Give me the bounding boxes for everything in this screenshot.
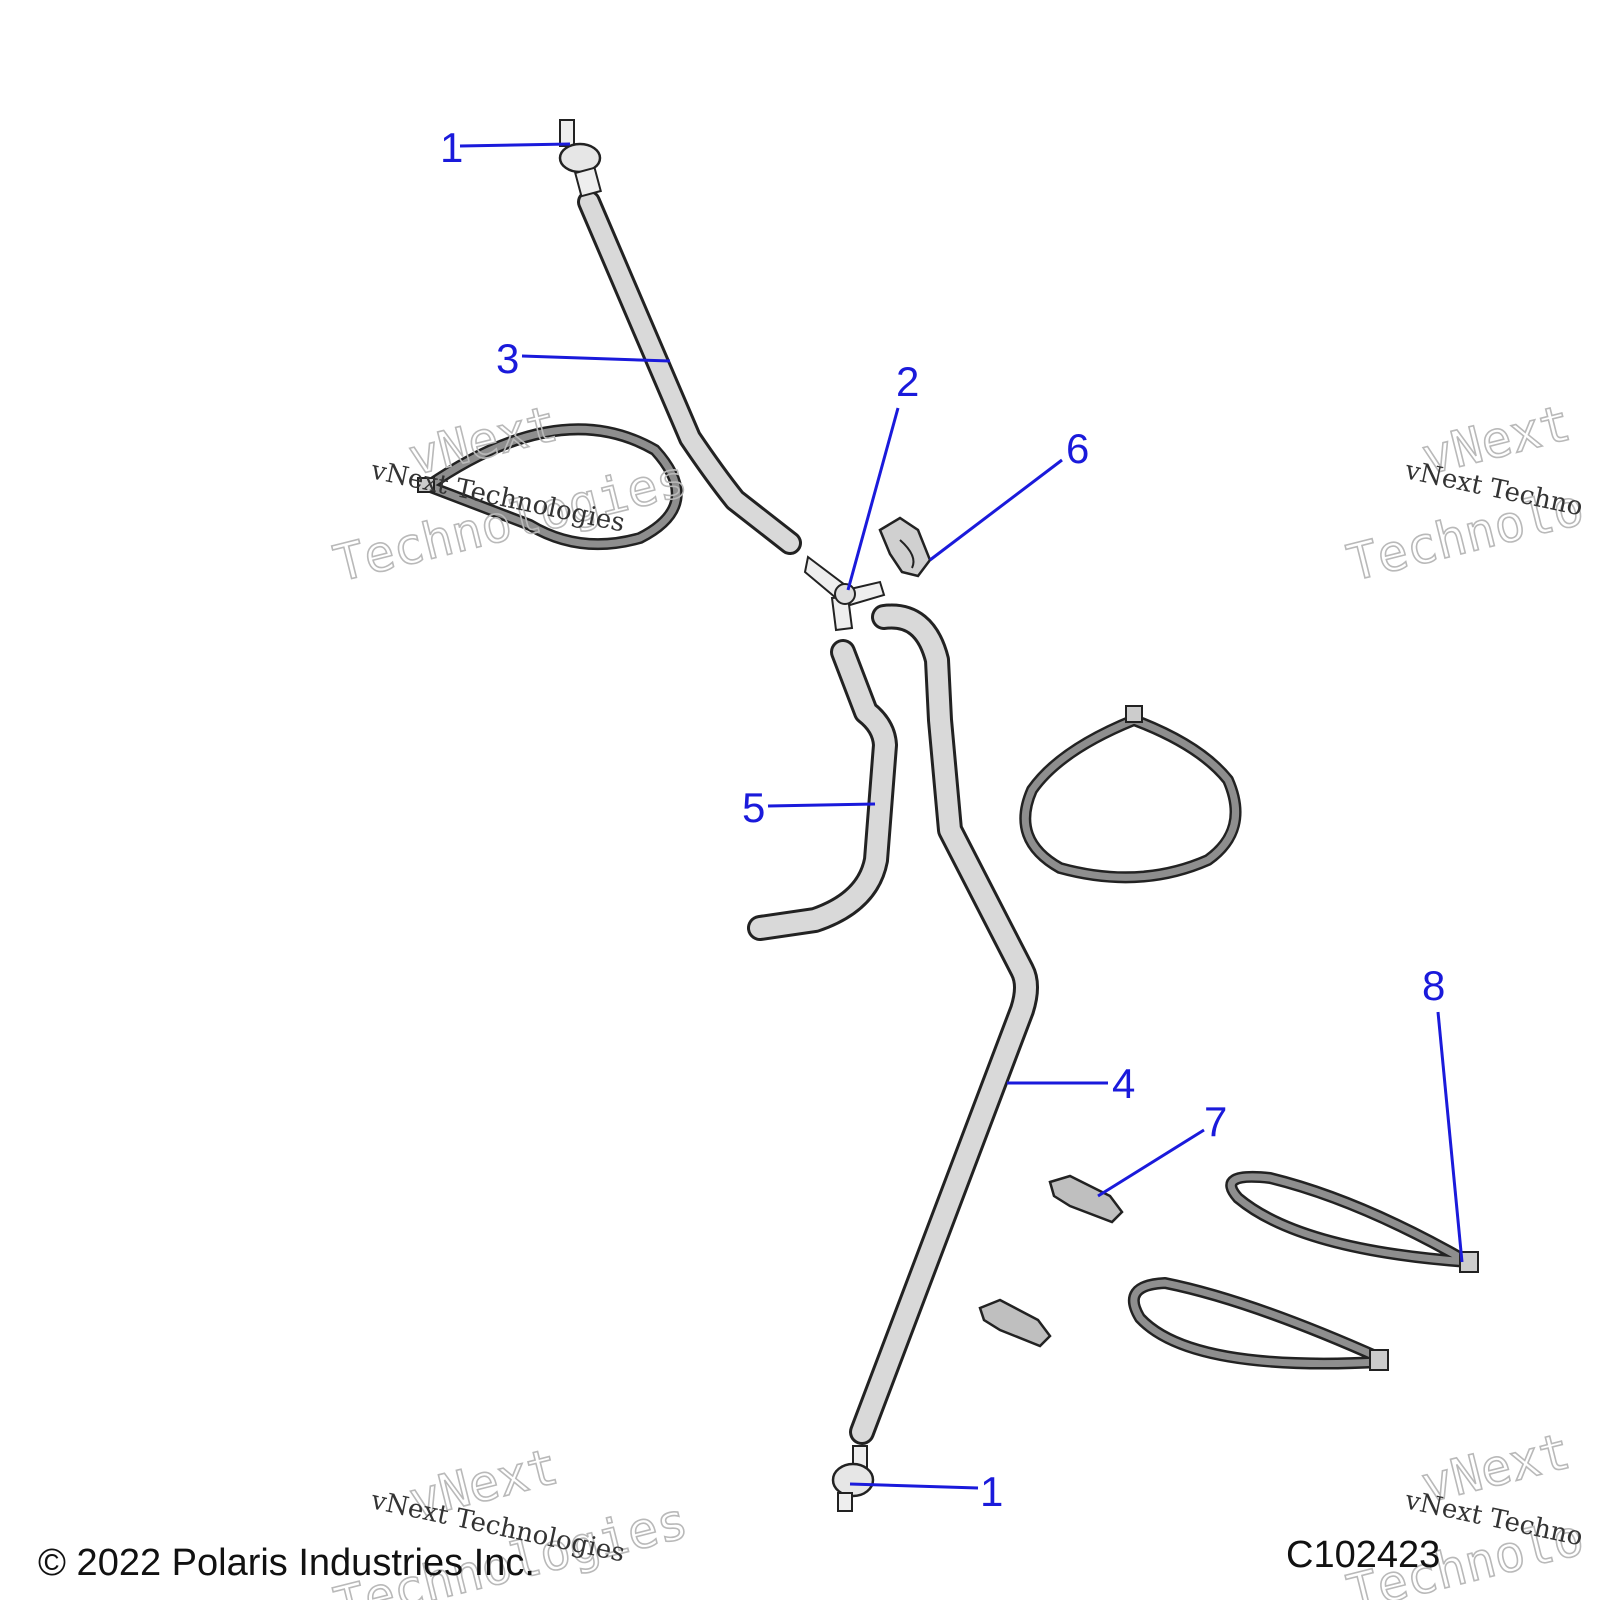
clamp-7b [978,1298,1052,1348]
hose-5 [747,639,898,941]
clamp-7a [1048,1174,1124,1224]
callout-2: 2 [896,358,919,405]
strap-8a [1225,1170,1479,1273]
strap-8b [1127,1277,1389,1371]
tee-fitting [803,555,886,632]
callout-1-bottom: 1 [980,1468,1003,1515]
copyright-text: © 2022 Polaris Industries Inc. [38,1542,535,1584]
strap-left [417,423,683,551]
callout-1-top: 1 [440,124,463,171]
hose-4 [849,603,1039,1445]
clamp-6 [878,516,932,578]
callout-6: 6 [1066,425,1089,472]
diagram-code: C102423 [1286,1534,1441,1576]
callout-5: 5 [742,784,765,831]
leader-lines [459,142,1464,1490]
watermark-top-left: vNext Technologies [327,394,693,594]
callout-4: 4 [1112,1060,1135,1107]
callout-3: 3 [496,335,519,382]
callout-8: 8 [1422,962,1445,1009]
strap-mid [1019,705,1242,884]
check-valve-top [558,119,602,198]
hose-3 [577,190,802,555]
callout-7: 7 [1204,1098,1227,1145]
check-valve-bottom [831,1445,875,1512]
